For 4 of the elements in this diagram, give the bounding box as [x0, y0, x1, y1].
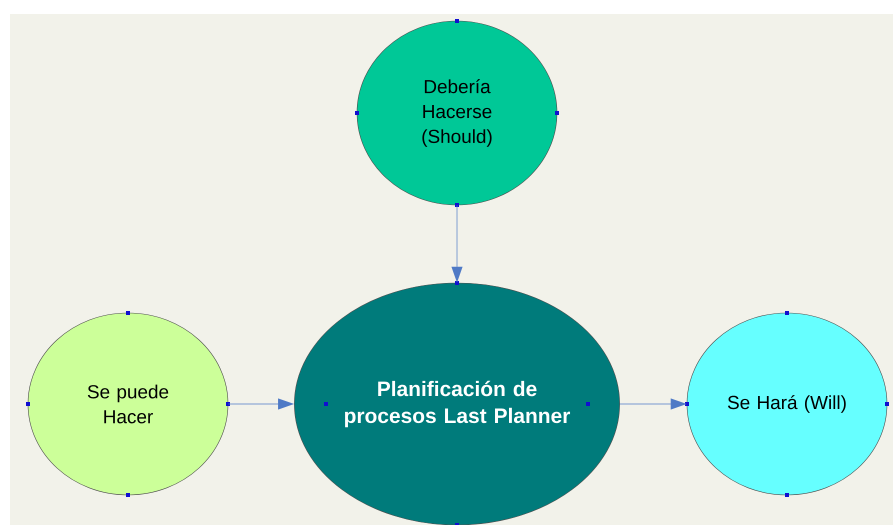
- circle-node: Se Hará (Will): [686, 312, 888, 496]
- circle-node: Planificación de procesos Last Planner: [294, 282, 620, 525]
- circle-node: Se puede Hacer: [28, 312, 228, 496]
- circle-node: Debería Hacerse (Should): [356, 20, 558, 206]
